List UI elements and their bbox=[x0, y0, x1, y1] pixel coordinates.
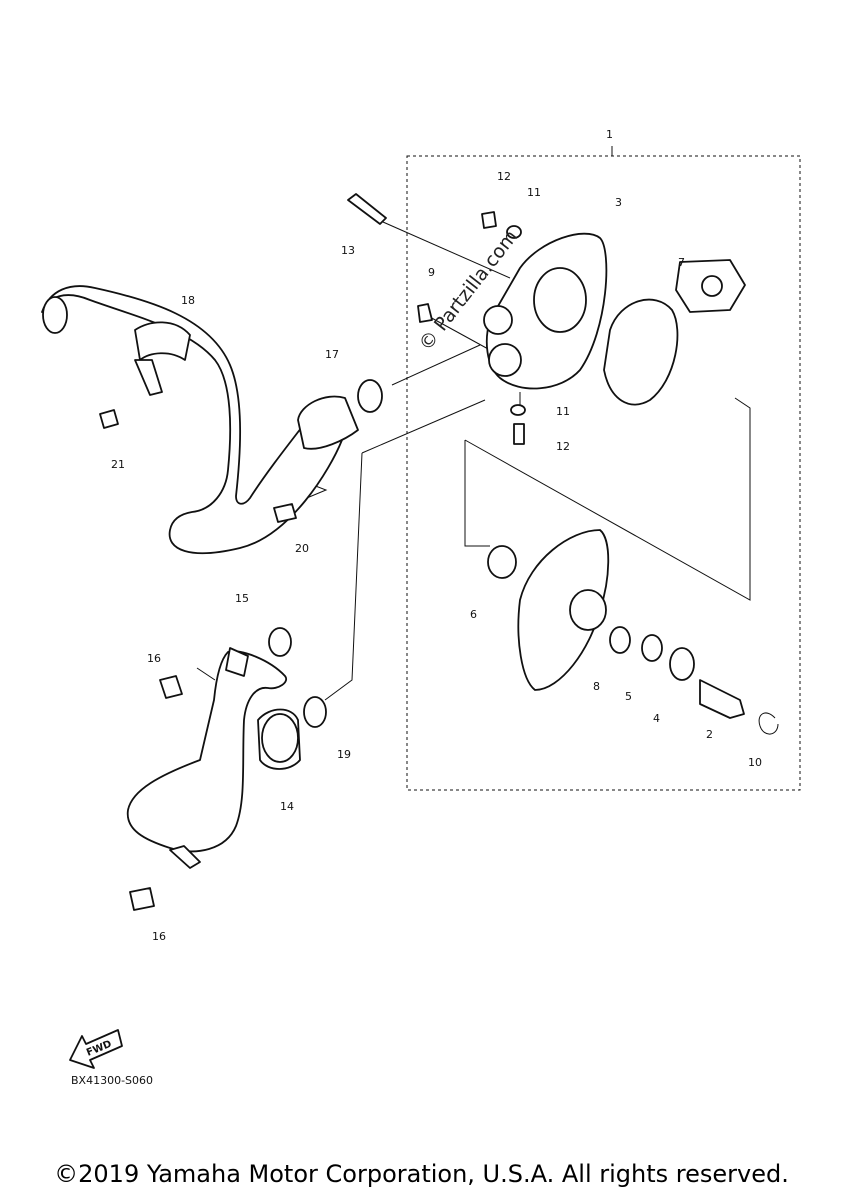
copyright-notice: ©2019 Yamaha Motor Corporation, U.S.A. A… bbox=[54, 1160, 789, 1188]
callout-9: 9 bbox=[428, 266, 435, 279]
callout-labels: 1 2 3 4 5 6 7 8 9 10 11 11 12 12 13 14 1… bbox=[111, 128, 762, 943]
diagram-code: BX41300-S060 bbox=[71, 1074, 154, 1087]
callout-20: 20 bbox=[295, 542, 309, 555]
callout-14: 14 bbox=[280, 800, 294, 813]
callout-12-lower: 12 bbox=[556, 440, 570, 453]
coolant-pipe-lower bbox=[126, 647, 301, 869]
callout-8: 8 bbox=[593, 680, 600, 693]
callout-11-lower: 11 bbox=[556, 405, 570, 418]
callout-18: 18 bbox=[181, 294, 195, 307]
assembly-boundary bbox=[406, 155, 801, 791]
pump-cover bbox=[517, 529, 610, 691]
callout-11-upper: 11 bbox=[527, 186, 541, 199]
callout-19: 19 bbox=[337, 748, 351, 761]
callout-16-lower: 16 bbox=[152, 930, 166, 943]
callout-6: 6 bbox=[470, 608, 477, 621]
callout-17: 17 bbox=[325, 348, 339, 361]
fwd-arrow-icon: FWD bbox=[69, 1029, 123, 1069]
pump-housing bbox=[483, 232, 608, 390]
callout-15: 15 bbox=[235, 592, 249, 605]
callout-3: 3 bbox=[615, 196, 622, 209]
callout-2: 2 bbox=[706, 728, 713, 741]
impeller bbox=[675, 259, 746, 313]
callout-13: 13 bbox=[341, 244, 355, 257]
callout-4: 4 bbox=[653, 712, 660, 725]
callout-10: 10 bbox=[748, 756, 762, 769]
callout-12-upper: 12 bbox=[497, 170, 511, 183]
gasket bbox=[603, 298, 679, 406]
callout-7: 7 bbox=[678, 256, 685, 269]
callout-1: 1 bbox=[606, 128, 613, 141]
callout-21: 21 bbox=[111, 458, 125, 471]
callout-5: 5 bbox=[625, 690, 632, 703]
bolts bbox=[99, 193, 525, 911]
small-parts bbox=[268, 225, 779, 735]
callout-16-upper: 16 bbox=[147, 652, 161, 665]
coolant-pipe-upper bbox=[41, 285, 359, 555]
